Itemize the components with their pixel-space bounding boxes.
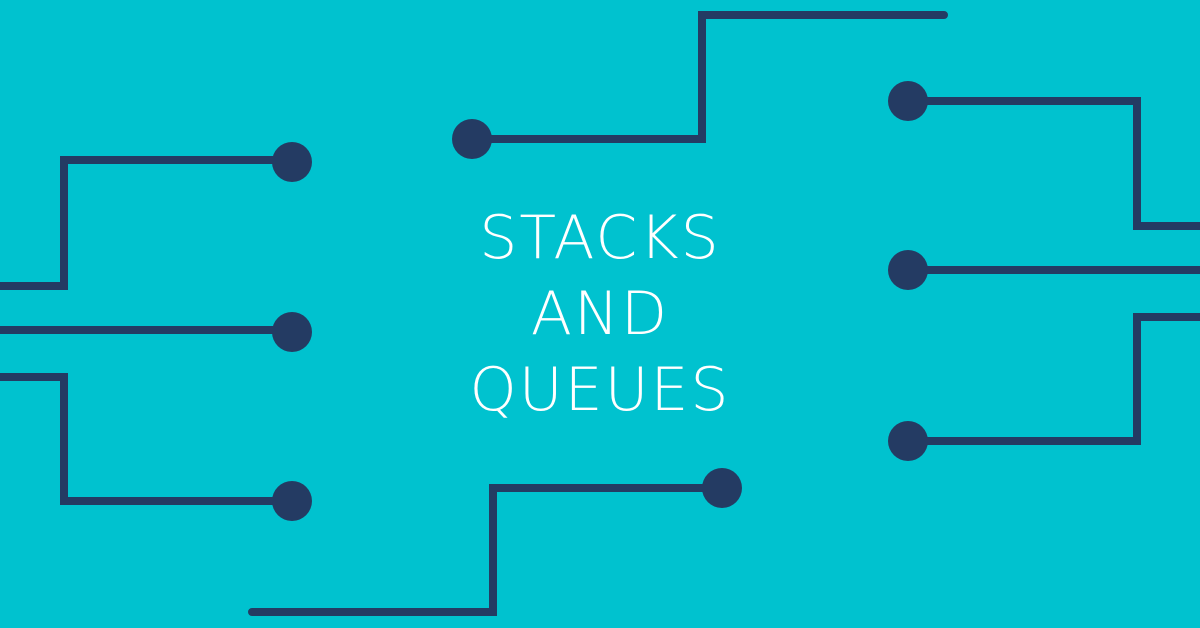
center-trace-bottom bbox=[248, 468, 742, 616]
left-trace-middle bbox=[0, 312, 312, 352]
trace-line bbox=[0, 373, 296, 505]
trace-node bbox=[452, 119, 492, 159]
center-trace-top bbox=[452, 11, 948, 159]
title-line-1: STACKS bbox=[479, 203, 721, 273]
trace-line bbox=[248, 484, 726, 616]
title-line-3: QUEUES bbox=[469, 355, 731, 425]
left-trace-top bbox=[0, 142, 312, 290]
right-trace-bottom bbox=[888, 313, 1200, 461]
trace-node bbox=[888, 81, 928, 121]
trace-node bbox=[272, 312, 312, 352]
left-trace-bottom bbox=[0, 373, 312, 521]
trace-line bbox=[468, 11, 948, 143]
trace-line bbox=[904, 313, 1200, 445]
trace-line bbox=[904, 97, 1200, 230]
title-line-2: AND bbox=[530, 279, 670, 349]
trace-node bbox=[272, 142, 312, 182]
trace-node bbox=[702, 468, 742, 508]
trace-node bbox=[272, 481, 312, 521]
trace-node bbox=[888, 250, 928, 290]
banner-title: STACKS AND QUEUES bbox=[400, 200, 800, 428]
trace-node bbox=[888, 421, 928, 461]
trace-line bbox=[0, 156, 296, 290]
right-trace-middle bbox=[888, 250, 1200, 290]
right-trace-top bbox=[888, 81, 1200, 230]
